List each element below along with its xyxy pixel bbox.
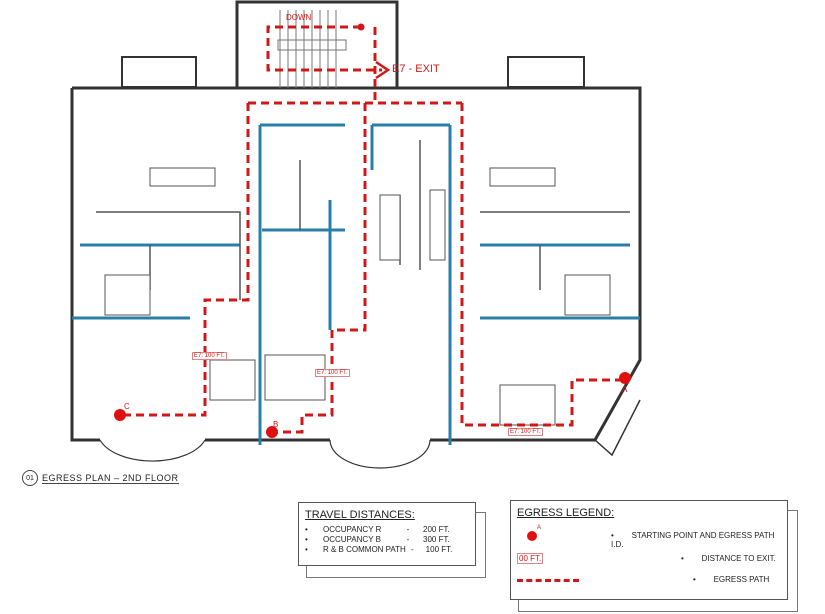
distance-label-c: E7: 100 FT. xyxy=(192,352,227,360)
interior-walls xyxy=(96,140,630,300)
distance-label-a: E7: 100 FT. xyxy=(508,428,543,436)
legend-heading: EGRESS LEGEND: xyxy=(517,507,615,519)
stair-down-label: DOWN xyxy=(286,13,312,22)
stair-start-dot xyxy=(357,23,365,31)
legend-item-distance: • DISTANCE TO EXIT. xyxy=(681,554,776,563)
egress-point-c xyxy=(114,409,126,421)
travel-row: •OCCUPANCY R-200 FT. xyxy=(305,525,450,534)
egress-point-b xyxy=(266,426,278,438)
point-a-id: A xyxy=(622,385,628,394)
legend-item-start: • STARTING POINT AND EGRESS PATH I.D. xyxy=(611,531,775,549)
title-text: EGRESS PLAN – 2ND FLOOR xyxy=(42,472,179,484)
title-number: 01 xyxy=(22,470,38,486)
point-c-id: C xyxy=(124,402,130,411)
unit-partitions xyxy=(72,123,640,445)
travel-row: •OCCUPANCY B-300 FT. xyxy=(305,535,450,544)
exit-arrow-icon xyxy=(375,60,391,80)
legend-distance-sample: 00 FT. xyxy=(517,553,544,564)
distance-label-b: E7: 100 FT. xyxy=(315,369,350,377)
structure-walls xyxy=(70,0,642,469)
plan-title: 01 EGRESS PLAN – 2ND FLOOR xyxy=(22,470,179,486)
stair xyxy=(277,10,347,88)
furniture xyxy=(104,167,611,426)
travel-row: •R & B COMMON PATH-100 FT. xyxy=(305,545,453,554)
egress-point-a xyxy=(619,372,631,384)
travel-distances-heading: TRAVEL DISTANCES: xyxy=(305,509,415,521)
legend-item-path: • EGRESS PATH xyxy=(693,575,770,584)
egress-path-sample xyxy=(517,579,579,582)
point-b-id: B xyxy=(273,420,279,429)
egress-path xyxy=(120,25,622,434)
egress-legend-box: EGRESS LEGEND: A • STARTING POINT AND EG… xyxy=(510,500,788,600)
legend-point-id: A xyxy=(537,525,542,531)
travel-distances-box: TRAVEL DISTANCES: •OCCUPANCY R-200 FT. •… xyxy=(298,502,476,566)
start-point-icon xyxy=(527,531,537,541)
exit-label: E7 - EXIT xyxy=(392,63,440,75)
floor-plan xyxy=(70,0,642,469)
